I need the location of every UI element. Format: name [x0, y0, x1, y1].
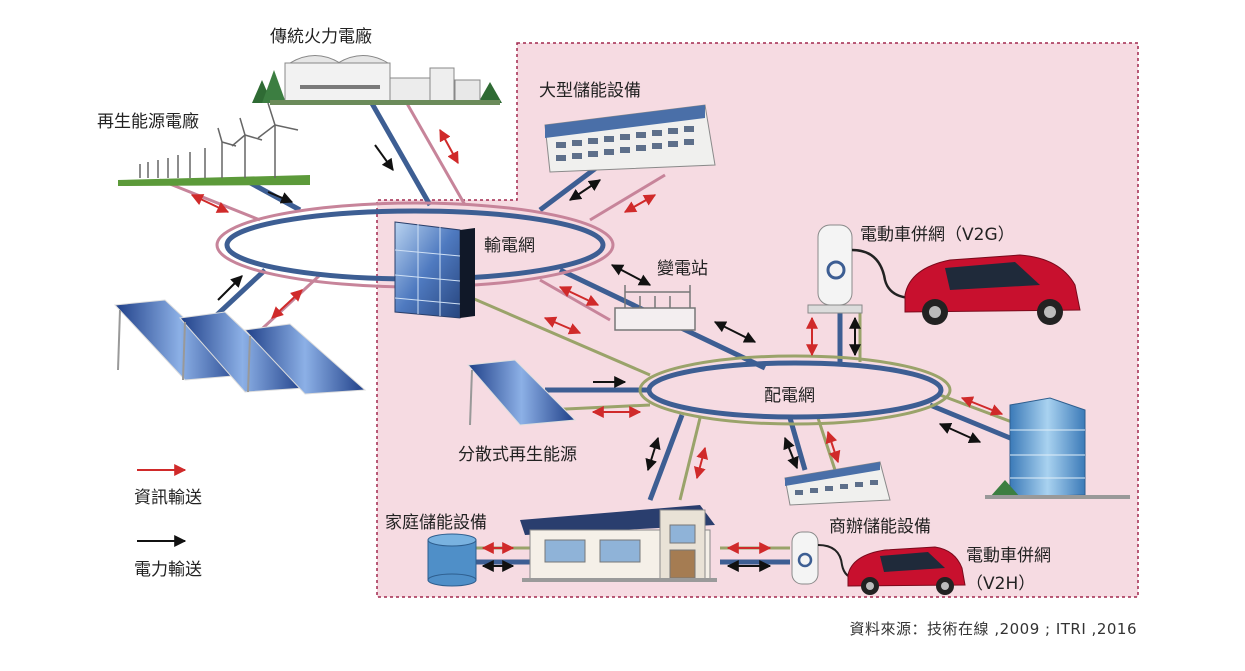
- label-ev-v2g: 電動車併網（V2G）: [860, 225, 1015, 245]
- label-thermal-plant: 傳統火力電廠: [270, 27, 372, 47]
- distribution-region: [376, 42, 1139, 598]
- wind-farm-illustration: [118, 102, 310, 186]
- legend-power-label: 電力輸送: [134, 560, 202, 580]
- large-storage-illustration: [544, 104, 716, 173]
- substation-illustration: [614, 285, 696, 331]
- label-home-storage: 家庭儲能設備: [385, 513, 487, 533]
- commercial-storage-illustration: [784, 461, 891, 506]
- label-ev-v2h-sub: （V2H）: [966, 574, 1036, 594]
- label-distributed-renewable: 分散式再生能源: [458, 445, 577, 465]
- source-citation: 資料來源：技術在線 ,2009 ; ITRI ,2016: [849, 620, 1137, 638]
- ev-v2h-illustration: [791, 531, 966, 595]
- label-distribution-grid: 配電網: [764, 386, 815, 406]
- power-arrows: [137, 144, 982, 572]
- label-renewable-plant: 再生能源電廠: [97, 112, 199, 132]
- distribution-ring: [638, 354, 952, 426]
- distributed-solar-illustration: [466, 359, 577, 426]
- office-tower-illustration: [394, 221, 475, 319]
- label-ev-v2h: 電動車併網: [966, 546, 1051, 566]
- house-illustration: [520, 505, 717, 582]
- right-office-illustration: [985, 397, 1130, 499]
- solar-farm-illustration: [113, 299, 367, 395]
- home-storage-illustration: [427, 533, 477, 587]
- label-substation: 變電站: [657, 259, 708, 279]
- ev-v2g-illustration: [807, 224, 1081, 325]
- legend-info-label: 資訊輸送: [134, 488, 202, 508]
- info-arrows: [137, 128, 1004, 554]
- thermal-plant-illustration: [252, 55, 502, 105]
- label-large-storage: 大型儲能設備: [539, 81, 641, 101]
- label-transmission-grid: 輸電網: [484, 236, 535, 256]
- label-commercial-storage: 商辦儲能設備: [829, 517, 931, 537]
